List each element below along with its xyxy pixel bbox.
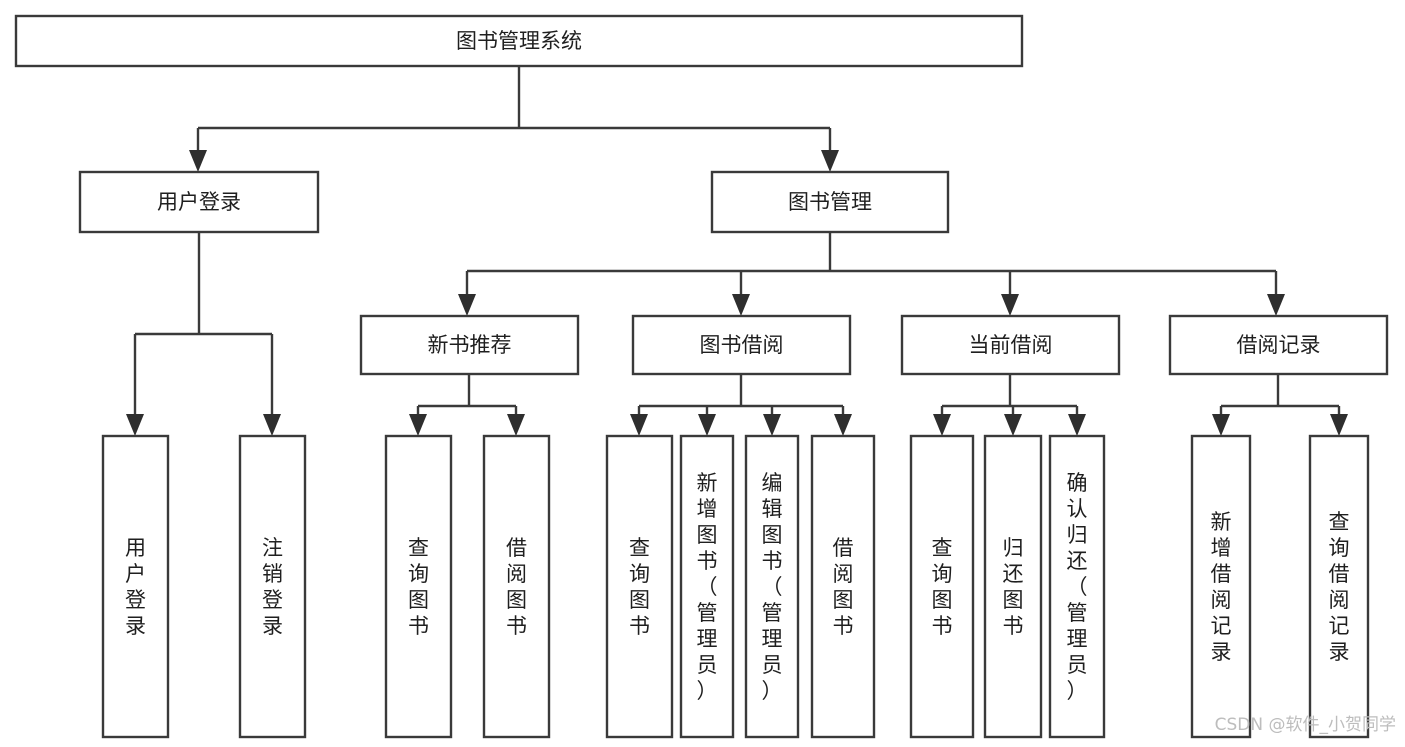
leaf-node-label: 用户登录 [125,536,146,638]
level3-node-label: 新书推荐 [428,333,512,357]
connector-root-to-level2 [189,66,839,172]
arrow-head-icon [458,294,476,316]
leaf-node-8[interactable]: 借阅图书 [810,434,876,739]
arrow-head-icon [263,414,281,436]
leaf-node-label: 归还图书 [1003,536,1024,638]
level3-node-2[interactable]: 图书借阅 [631,314,852,376]
arrow-head-icon [1267,294,1285,316]
leaf-node-box[interactable] [238,434,307,739]
level3-node-label: 图书借阅 [700,333,784,357]
leaf-node-box[interactable] [983,434,1043,739]
leaf-node-box[interactable] [810,434,876,739]
leaf-node-label: 查询图书 [629,536,650,638]
csdn-watermark: CSDN @软件_小贺同学 [1215,715,1396,735]
leaf-node-label: 确认归还（管理员） [1067,471,1088,703]
level3-node-4[interactable]: 借阅记录 [1168,314,1389,376]
connector-layer [126,66,1348,436]
level2-node-2[interactable]: 图书管理 [710,170,950,234]
level3-node-1[interactable]: 新书推荐 [359,314,580,376]
root-node-1[interactable]: 图书管理系统 [14,14,1024,68]
level3-node-label: 当前借阅 [969,333,1053,357]
leaf-node-box[interactable] [605,434,674,739]
leaf-node-label: 新增借阅记录 [1211,510,1232,664]
connector-user-login-to-leaves [126,232,281,436]
connector-current-borrow-to-leaves [933,374,1086,436]
level2-node-box[interactable] [710,170,950,234]
arrow-head-icon [630,414,648,436]
leaf-node-label: 查询图书 [932,536,953,638]
root-node-box[interactable] [14,14,1024,68]
arrow-head-icon [126,414,144,436]
leaf-node-box[interactable] [1190,434,1252,739]
leaf-node-label: 借阅图书 [506,536,527,638]
leaf-node-label: 新增图书（管理员） [697,471,718,703]
leaf-node-7[interactable]: 编辑图书（管理员） [744,434,800,739]
leaf-node-11[interactable]: 确认归还（管理员） [1048,434,1106,739]
level2-node-label: 图书管理 [788,190,872,214]
leaf-node-box[interactable] [384,434,453,739]
arrow-head-icon [1212,414,1230,436]
leaf-node-label: 注销登录 [262,536,283,638]
leaf-node-3[interactable]: 查询图书 [384,434,453,739]
leaf-node-9[interactable]: 查询图书 [909,434,975,739]
arrow-head-icon [821,150,839,172]
arrow-head-icon [409,414,427,436]
leaf-node-5[interactable]: 查询图书 [605,434,674,739]
arrow-head-icon [1001,294,1019,316]
arrow-head-icon [1330,414,1348,436]
level3-node-box[interactable] [900,314,1121,376]
connector-book-manage-to-level3 [458,232,1285,316]
root-node-label: 图书管理系统 [456,29,582,53]
leaf-node-box[interactable] [482,434,551,739]
leaf-node-2[interactable]: 注销登录 [238,434,307,739]
level3-node-box[interactable] [631,314,852,376]
leaf-node-box[interactable] [1308,434,1370,739]
arrow-head-icon [732,294,750,316]
arrow-head-icon [763,414,781,436]
leaf-node-box[interactable] [909,434,975,739]
level2-node-label: 用户登录 [157,190,241,214]
level2-node-1[interactable]: 用户登录 [78,170,320,234]
level2-node-box[interactable] [78,170,320,234]
level3-node-3[interactable]: 当前借阅 [900,314,1121,376]
leaf-node-label: 编辑图书（管理员） [762,471,783,703]
level3-node-box[interactable] [1168,314,1389,376]
leaf-node-label: 查询借阅记录 [1329,510,1350,664]
arrow-head-icon [834,414,852,436]
leaf-node-12[interactable]: 新增借阅记录 [1190,434,1252,739]
leaf-node-13[interactable]: 查询借阅记录 [1308,434,1370,739]
arrow-head-icon [189,150,207,172]
leaf-node-10[interactable]: 归还图书 [983,434,1043,739]
node-layer: 图书管理系统用户登录图书管理新书推荐图书借阅当前借阅借阅记录用户登录注销登录查询… [14,14,1389,739]
leaf-node-box[interactable] [744,434,800,739]
leaf-node-6[interactable]: 新增图书（管理员） [679,434,735,739]
leaf-node-1[interactable]: 用户登录 [101,434,170,739]
level3-node-label: 借阅记录 [1237,333,1321,357]
connector-book-borrow-to-leaves [630,374,852,436]
leaf-node-box[interactable] [101,434,170,739]
leaf-node-box[interactable] [1048,434,1106,739]
arrow-head-icon [698,414,716,436]
leaf-node-label: 查询图书 [408,536,429,638]
arrow-head-icon [933,414,951,436]
connector-new-book-to-leaves [409,374,525,436]
connector-borrow-record-to-leaves [1212,374,1348,436]
leaf-node-label: 借阅图书 [833,536,854,638]
level3-node-box[interactable] [359,314,580,376]
arrow-head-icon [507,414,525,436]
leaf-node-4[interactable]: 借阅图书 [482,434,551,739]
leaf-node-box[interactable] [679,434,735,739]
arrow-head-icon [1004,414,1022,436]
arrow-head-icon [1068,414,1086,436]
